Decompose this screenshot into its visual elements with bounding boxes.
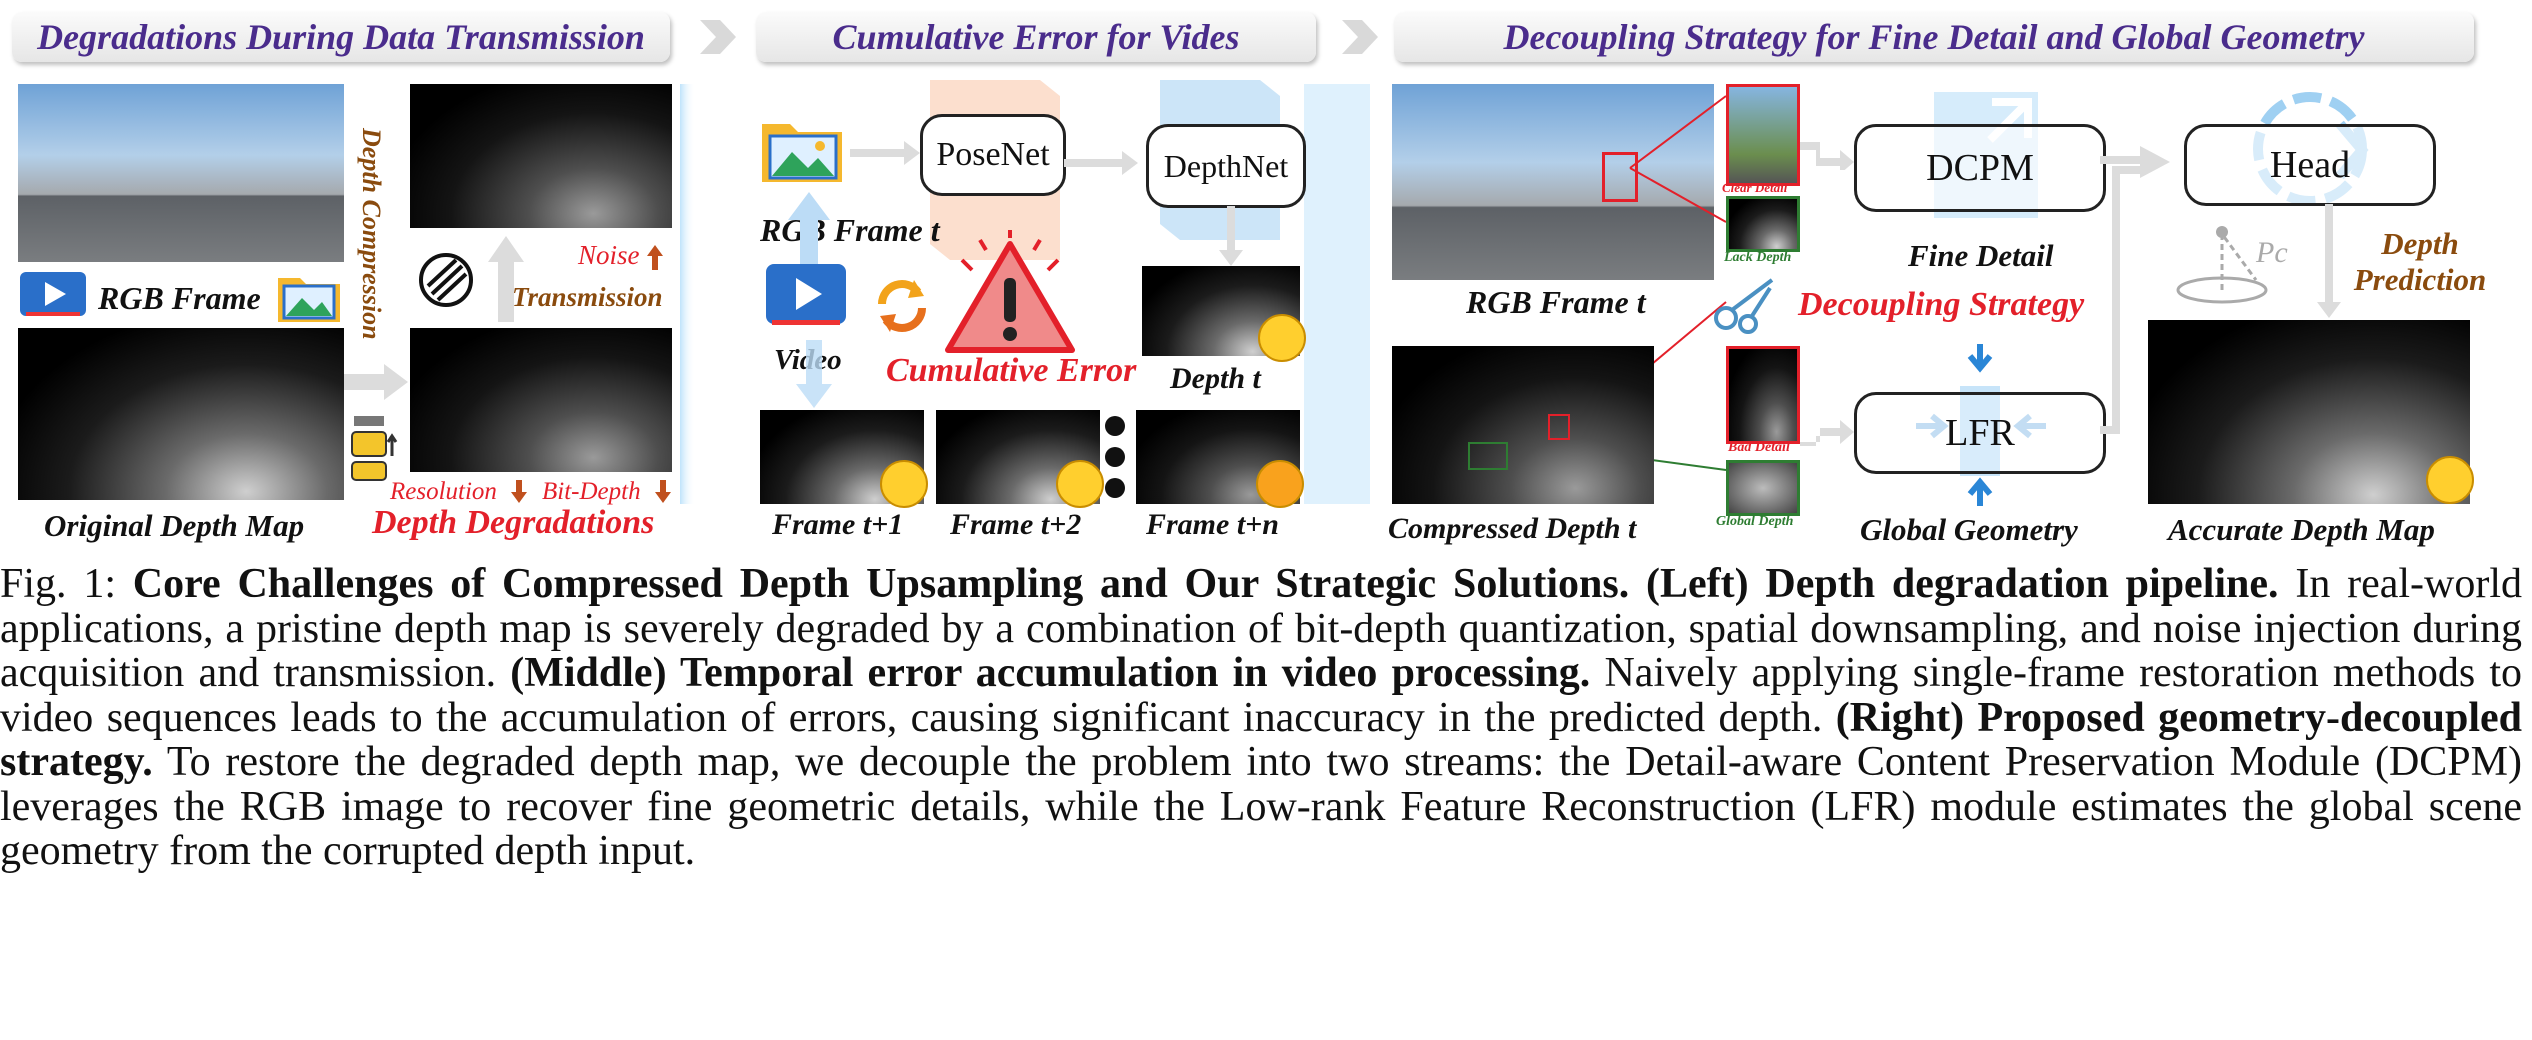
bit-depth-label: Bit-Depth <box>542 478 641 505</box>
merge-connector <box>2100 146 2170 434</box>
frame-tn-label: Frame t+n <box>1146 508 1279 541</box>
depth-compression-label: Depth Compression <box>357 128 386 340</box>
lfr-box: LFR <box>1854 392 2106 474</box>
transmission-label: Transmission <box>512 282 663 312</box>
degraded-depth-image <box>410 328 672 472</box>
transmitted-depth-image <box>410 84 672 228</box>
fig-label: Fig. 1: <box>0 561 116 607</box>
head-box: Head <box>2184 124 2436 206</box>
compressed-depth-t-label: Compressed Depth t <box>1388 512 1637 545</box>
rgb-frame-t-label: RGB Frame t <box>1466 284 1646 320</box>
caption-right-text: To restore the degraded depth map, we de… <box>0 739 2523 874</box>
depth-t-label: Depth t <box>1170 362 1261 395</box>
caption-middle-head: (Middle) Temporal error accumulation in … <box>510 650 1591 696</box>
lack-depth-label: Lack Depth <box>1724 250 1792 265</box>
chevron-right-icon <box>1342 20 1378 54</box>
header-left: Degradations During Data Transmission <box>12 12 670 62</box>
arrow-up-icon <box>488 236 524 322</box>
rgb-frame-image <box>18 84 344 262</box>
happy-face-icon <box>2426 456 2474 504</box>
caption-middle-text: Naively applying single-frame restoratio… <box>0 650 2522 741</box>
clear-detail-crop <box>1726 84 1800 186</box>
chevron-right-icon <box>700 20 736 54</box>
arrow-right-icon <box>1064 151 1138 175</box>
accurate-depth-map-label: Accurate Depth Map <box>2168 512 2435 547</box>
detail-crop-box <box>1602 152 1638 202</box>
header-middle: Cumulative Error for Vides <box>756 12 1316 62</box>
depth-prediction-label: Depth Prediction <box>2353 226 2487 297</box>
header-right: Decoupling Strategy for Fine Detail and … <box>1394 12 2474 62</box>
caption-left-head: (Left) Depth degradation pipeline. <box>1646 561 2279 607</box>
cumulative-error-label: Cumulative Error <box>886 352 1137 389</box>
original-depth-map-label: Original Depth Map <box>44 508 305 543</box>
global-geometry-label: Global Geometry <box>1860 512 2078 547</box>
clear-detail-label: Clear Detail <box>1722 180 1788 195</box>
global-depth-crop <box>1726 460 1800 516</box>
video-icon <box>766 264 846 325</box>
middle-panel-bg <box>680 84 1370 504</box>
image-folder-icon <box>762 124 842 182</box>
arrow-down-icon <box>796 340 832 408</box>
rgb-frame-t-image <box>1392 84 1714 280</box>
global-depth-crop-box <box>1468 442 1508 470</box>
warning-icon <box>945 230 1075 353</box>
noise-label: Noise <box>578 240 640 270</box>
arrow-down-icon <box>1219 206 1243 266</box>
arrow-right-icon <box>1800 142 1854 170</box>
bad-detail-crop-box <box>1548 414 1570 440</box>
arrow-right-icon <box>1800 420 1854 446</box>
arrow-right-icon <box>344 364 408 400</box>
original-depth-image <box>18 328 344 500</box>
figure: Degradations During Data Transmission Cu… <box>12 12 2487 547</box>
caption-right-head: (Right) Proposed geometry-decoupled stra… <box>0 694 2522 785</box>
bad-detail-crop <box>1726 346 1800 444</box>
posenet-box: PoseNet <box>920 114 1066 196</box>
point-cloud-icon <box>2176 226 2268 304</box>
sad-face-icon <box>1256 460 1304 508</box>
arrow-down-small-icon <box>511 480 527 503</box>
video-icon <box>20 272 86 316</box>
happy-face-icon <box>880 460 928 508</box>
arrow-down-icon <box>2317 204 2341 318</box>
arrow-right-icon <box>850 141 920 165</box>
happy-face-icon <box>1258 314 1306 362</box>
depth-degradations-label: Depth Degradations <box>372 504 655 541</box>
depthnet-box: DepthNet <box>1146 124 1306 208</box>
arrow-up-small-icon <box>647 245 663 270</box>
happy-face-icon <box>1056 460 1104 508</box>
refresh-icon <box>878 280 926 332</box>
accurate-depth-map-image <box>2148 320 2470 504</box>
pc-label: Pc <box>2256 236 2288 269</box>
dcpm-box: DCPM <box>1854 124 2106 212</box>
compressed-depth-t-image <box>1392 346 1654 504</box>
caption-title: Core Challenges of Compressed Depth Upsa… <box>132 561 1630 607</box>
lack-depth-crop <box>1726 196 1800 252</box>
compression-device-icon <box>351 416 398 481</box>
rgb-frame-label: RGB Frame <box>98 280 261 316</box>
ellipsis-icon <box>1105 416 1125 498</box>
frame-t1-label: Frame t+1 <box>772 508 904 541</box>
scissors-icon <box>1714 278 1774 334</box>
figure-caption: Fig. 1: Core Challenges of Compressed De… <box>0 562 2522 874</box>
arrow-up-icon <box>788 192 830 264</box>
decoupling-strategy-label: Decoupling Strategy <box>1798 286 2085 323</box>
lfr-arrows <box>1916 344 2046 506</box>
caption-left-text: In real-world applications, a pristine d… <box>0 561 2523 696</box>
bad-detail-label: Bad Detail <box>1728 440 1790 455</box>
global-depth-label: Global Depth <box>1716 514 1794 529</box>
image-folder-icon <box>278 278 340 322</box>
frame-t2-label: Frame t+2 <box>950 508 1082 541</box>
resolution-label: Resolution <box>390 478 497 505</box>
noise-filter-icon <box>419 253 473 307</box>
fine-detail-label: Fine Detail <box>1908 238 2054 273</box>
arrow-down-small-icon <box>655 480 671 503</box>
